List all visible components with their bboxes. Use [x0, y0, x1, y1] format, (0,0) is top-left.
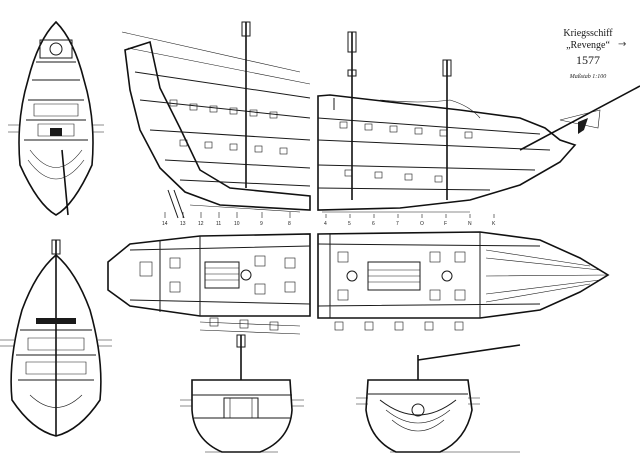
frame-number: 9: [260, 221, 263, 227]
frame-number: 14: [162, 221, 168, 227]
cross-section-bow-view: [356, 344, 521, 453]
frame-number: F: [444, 221, 447, 227]
frame-number: 6: [372, 221, 375, 227]
frame-number: 7: [396, 221, 399, 227]
frame-number: 5: [348, 221, 351, 227]
ship-year-label: 1577: [576, 53, 600, 67]
cross-section-mid-view: [180, 334, 304, 453]
frame-number: 4: [324, 221, 327, 227]
frame-number: 12: [198, 221, 204, 227]
frame-number: N: [468, 221, 472, 227]
stern-elevation-view: [8, 20, 104, 216]
frame-numbers-fore: 4 5 6 7 O F N K: [324, 221, 496, 227]
side-elevation-fore-view: 4 5 6 7 O F N K: [317, 31, 640, 227]
deck-plan-fore-view: [317, 231, 610, 331]
frame-numbers-aft: 14 13 12 11 10 9 8: [162, 221, 291, 227]
side-elevation-aft-view: 14 13 12 11 10 9 8: [121, 21, 311, 227]
arrow-right-icon: →: [618, 39, 627, 50]
frame-number: O: [420, 221, 424, 227]
frame-number: 11: [216, 221, 221, 227]
title-block: Kriegsschiff „Revenge“ 1577 Maßstab 1:10…: [548, 28, 628, 81]
frame-number: K: [492, 221, 496, 227]
ship-name-label: „Revenge“: [566, 40, 610, 51]
deck-plan-aft-view: [107, 233, 311, 335]
frame-number: 10: [234, 221, 240, 227]
stern-section-view: [0, 239, 112, 437]
frame-number: 13: [180, 221, 186, 227]
ship-type-label: Kriegsschiff: [563, 28, 613, 39]
scale-label: Maßstab 1:100: [569, 74, 607, 80]
frame-number: 8: [288, 221, 291, 227]
